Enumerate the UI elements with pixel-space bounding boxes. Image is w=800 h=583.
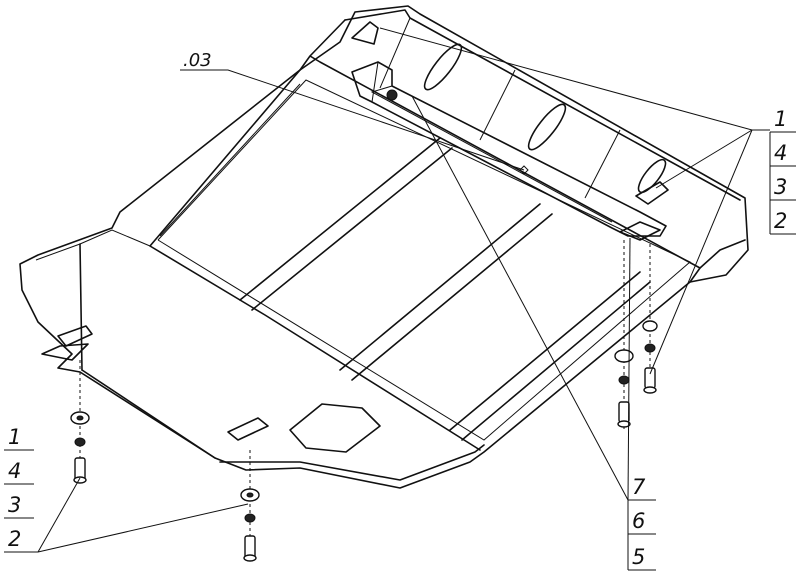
bracket-bolt <box>386 89 398 101</box>
callout-l-1: 1 <box>8 425 21 449</box>
fasteners-right <box>614 320 658 428</box>
callout-right-bottom: 7 6 5 <box>627 475 656 571</box>
left-flange <box>35 229 151 261</box>
rear-wall <box>344 9 741 201</box>
fasteners-front <box>240 488 260 562</box>
callout-l-2: 4 <box>8 459 21 483</box>
access-hatch <box>289 403 381 453</box>
leader-lines <box>37 27 770 553</box>
callout-rt-3: 3 <box>774 175 787 199</box>
callout-rb-1: 7 <box>632 475 646 499</box>
callout-rt-1: 1 <box>774 107 787 131</box>
front-edge <box>81 369 485 481</box>
right-edge <box>689 239 746 283</box>
callout-rt-2: 4 <box>774 141 787 165</box>
slots <box>423 43 667 194</box>
callout-l-3: 3 <box>8 493 21 517</box>
fasteners-left <box>70 411 90 484</box>
callout-l-4: 2 <box>8 527 21 551</box>
inner-panel <box>149 69 481 451</box>
callout-rb-3: 5 <box>632 545 645 569</box>
callout-rb-2: 6 <box>632 509 645 533</box>
left-fold <box>79 243 83 371</box>
callout-rt-4: 2 <box>774 209 787 233</box>
skid-plate <box>19 5 749 489</box>
callout-right-top: 1 4 3 2 <box>769 107 796 235</box>
cross-bracket <box>351 61 667 237</box>
clips <box>41 21 669 441</box>
callout-left: 1 4 3 2 <box>4 425 38 553</box>
code-label: .03 <box>183 50 212 71</box>
ribs <box>159 83 651 441</box>
rear-sections <box>379 17 621 199</box>
inner-panel-border <box>157 79 691 441</box>
rear-lip <box>299 19 701 269</box>
